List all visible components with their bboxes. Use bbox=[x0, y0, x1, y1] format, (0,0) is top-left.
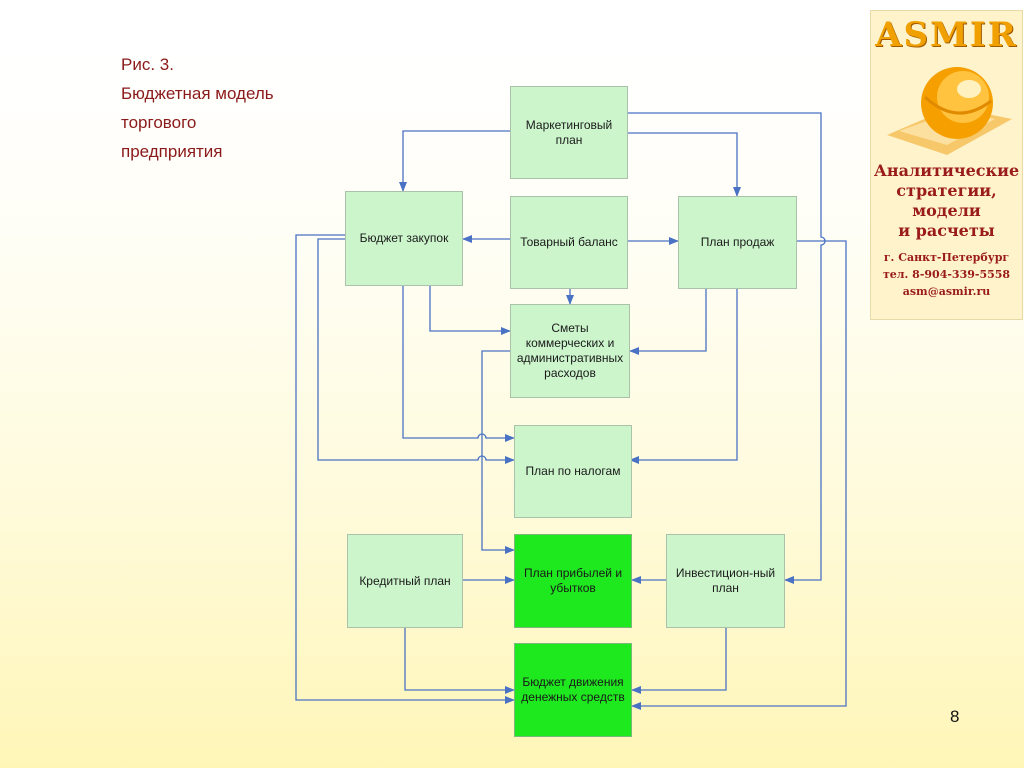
box-tax-plan: План по налогам bbox=[514, 425, 632, 518]
logo-city: г. Санкт-Петербург bbox=[883, 251, 1010, 264]
logo-tagline: модели bbox=[912, 201, 981, 220]
box-expense-estimates: Сметы коммерческих и административных ра… bbox=[510, 304, 630, 398]
logo-tagline: Аналитические bbox=[873, 161, 1020, 180]
box-investment-plan: Инвестицион-ный план bbox=[666, 534, 785, 628]
logo-brand: ASMIR bbox=[875, 15, 1018, 55]
box-profit-loss-plan: План прибылей и убытков bbox=[514, 534, 632, 628]
logo-tagline: стратегии, bbox=[896, 181, 997, 200]
figure-caption: Рис. 3. Бюджетная модель торгового предп… bbox=[121, 50, 361, 166]
logo-email: asm@asmir.ru bbox=[902, 285, 991, 298]
connector-sales-cashflow bbox=[631, 240, 847, 710]
box-marketing-plan: Маркетинговый план bbox=[510, 86, 628, 179]
caption-line: Рис. 3. bbox=[121, 55, 174, 74]
connector-purchases-expenses bbox=[429, 286, 511, 335]
box-sales-plan: План продаж bbox=[678, 196, 797, 289]
connector-sales-expenses bbox=[629, 289, 707, 355]
connector-marketing-investment bbox=[628, 112, 826, 584]
asmir-logo: ASMIR Аналитические стратегии, модели и … bbox=[870, 10, 1023, 320]
logo-phone: тел. 8-904-339-5558 bbox=[882, 268, 1011, 281]
box-cash-flow-budget: Бюджет движения денежных средств bbox=[514, 643, 632, 737]
connector-marketing-purchases bbox=[399, 130, 510, 192]
page-number: 8 bbox=[950, 707, 960, 726]
logo-globe-graphic bbox=[877, 57, 1017, 157]
connector-purchases-cashflow bbox=[295, 234, 515, 704]
caption-line: предприятия bbox=[121, 142, 223, 161]
connector-marketing-sales bbox=[628, 132, 741, 197]
connector-purchases-taxes-2 bbox=[317, 238, 515, 464]
connector-credit-cashflow bbox=[404, 628, 515, 694]
box-purchase-budget: Бюджет закупок bbox=[345, 191, 463, 286]
connector-expenses-profit bbox=[481, 350, 515, 554]
logo-tagline: и расчеты bbox=[898, 221, 995, 240]
caption-line: торгового bbox=[121, 113, 197, 132]
connector-purchases-taxes bbox=[402, 286, 515, 442]
box-goods-balance: Товарный баланс bbox=[510, 196, 628, 289]
connector-sales-taxes bbox=[629, 289, 738, 464]
connector-investment-cashflow bbox=[631, 628, 727, 694]
box-credit-plan: Кредитный план bbox=[347, 534, 463, 628]
caption-line: Бюджетная модель bbox=[121, 84, 274, 103]
